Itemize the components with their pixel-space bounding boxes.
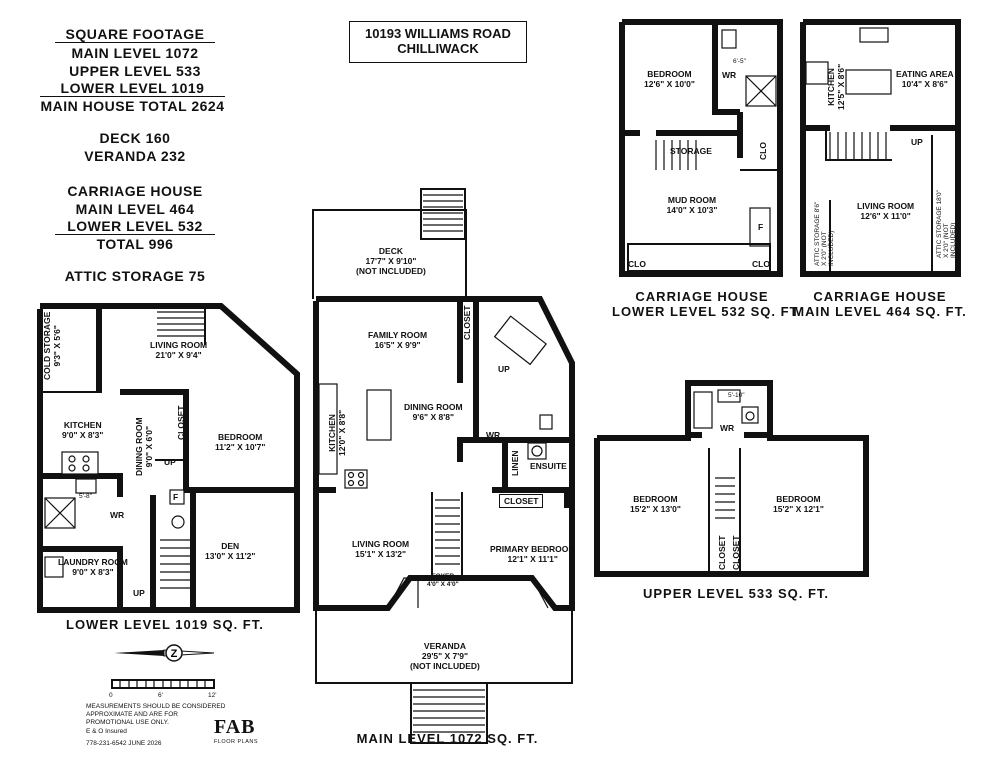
logo-subtext: FLOOR PLANS <box>214 739 259 745</box>
ch-lower-clo3: CLO <box>752 259 770 269</box>
summary-carriage-main: MAIN LEVEL 464 <box>75 201 195 217</box>
summary-upper: UPPER LEVEL 533 <box>69 63 201 79</box>
summary-carriage-total: TOTAL 996 <box>96 236 174 252</box>
summary-title: SQUARE FOOTAGE <box>55 26 215 43</box>
fab-logo: FAB FLOOR PLANS <box>214 716 272 756</box>
main-level-plan <box>312 188 575 744</box>
disclaimer-line1: MEASUREMENTS SHOULD BE CONSIDERED <box>86 703 226 710</box>
room-main-wr: WR <box>486 430 501 440</box>
caption-lower: LOWER LEVEL 1019 SQ. FT. <box>66 617 264 632</box>
lower-level-plan <box>37 303 300 613</box>
scale-bar <box>111 679 215 689</box>
room-upper-wr: WR <box>720 423 735 433</box>
room-main-closet2: CLOSET <box>499 494 544 508</box>
summary-total: MAIN HOUSE TOTAL 2624 <box>40 98 225 114</box>
ch-lower-small-dim: 6'-5" <box>733 58 746 65</box>
summary-lower: LOWER LEVEL 1019 <box>40 80 225 97</box>
upper-closet1: CLOSET <box>717 535 727 570</box>
lower-small-dim: 5'-8" <box>79 493 92 500</box>
lower-up-label-2: UP <box>133 588 145 598</box>
carriage-main-plan <box>800 19 961 277</box>
logo-text: FAB <box>214 716 256 738</box>
room-main-linen: LINEN <box>510 450 520 477</box>
ch-main-attic-left: ATTIC STORAGE 8'6" X 2'0" (NOT INCLUDED) <box>814 201 835 266</box>
ch-main-attic-right: ATTIC STORAGE 18'0" X 2'0" (NOT INCLUDED… <box>936 190 957 258</box>
caption-ch-main-1: CARRIAGE HOUSE <box>813 289 947 304</box>
upper-closet2: CLOSET <box>731 535 741 570</box>
room-lower-closet: CLOSET <box>176 405 186 440</box>
caption-main: MAIN LEVEL 1072 SQ. FT. <box>356 731 539 746</box>
carriage-lower-plan <box>619 19 783 277</box>
ch-main-up: UP <box>911 137 923 147</box>
upper-level-plan <box>594 380 869 577</box>
ch-lower-clo1: CLO <box>758 142 768 160</box>
room-main-ensuite: ENSUITE <box>530 461 567 471</box>
north-arrow-icon: Z <box>112 640 216 666</box>
summary-attic: ATTIC STORAGE 75 <box>64 268 206 284</box>
svg-text:Z: Z <box>171 648 178 660</box>
scale-mark-0: 0 <box>109 692 113 699</box>
summary-veranda: VERANDA 232 <box>84 148 186 164</box>
caption-ch-lower-1: CARRIAGE HOUSE <box>635 289 769 304</box>
summary-main: MAIN LEVEL 1072 <box>71 45 199 61</box>
summary-deck: DECK 160 <box>99 130 171 146</box>
address-line1: 10193 WILLIAMS ROAD <box>365 26 511 41</box>
ch-lower-clo2: CLO <box>628 259 646 269</box>
disclaimer-line4: E & O Insured <box>86 728 127 735</box>
room-ch-lower-storage: STORAGE <box>670 146 712 156</box>
disclaimer-line5: 778-231-6542 JUNE 2026 <box>86 740 162 747</box>
summary-carriage-lower: LOWER LEVEL 532 <box>55 218 215 235</box>
address-line2: CHILLIWACK <box>397 41 479 56</box>
upper-small-dim: 5'-10" <box>728 392 745 399</box>
lower-up-label-1: UP <box>164 457 176 467</box>
room-main-closet1: CLOSET <box>462 305 472 340</box>
disclaimer-line3: PROMOTIONAL USE ONLY. <box>86 719 169 726</box>
ch-lower-f: F <box>758 222 764 232</box>
address-box: 10193 WILLIAMS ROAD CHILLIWACK <box>349 21 527 63</box>
scale-mark-12: 12' <box>208 692 217 699</box>
room-lower-wr: WR <box>110 510 125 520</box>
disclaimer-line2: APPROXIMATE AND ARE FOR <box>86 711 178 718</box>
summary-carriage-title: CARRIAGE HOUSE <box>67 183 203 199</box>
room-ch-lower-wr: WR <box>722 70 737 80</box>
caption-ch-main-2: MAIN LEVEL 464 SQ. FT. <box>793 304 967 319</box>
lower-f-label: F <box>173 492 179 502</box>
caption-upper: UPPER LEVEL 533 SQ. FT. <box>642 586 830 601</box>
caption-ch-lower-2: LOWER LEVEL 532 SQ. FT. <box>612 304 802 319</box>
scale-mark-6: 6' <box>158 692 163 699</box>
main-up-label: UP <box>498 364 510 374</box>
